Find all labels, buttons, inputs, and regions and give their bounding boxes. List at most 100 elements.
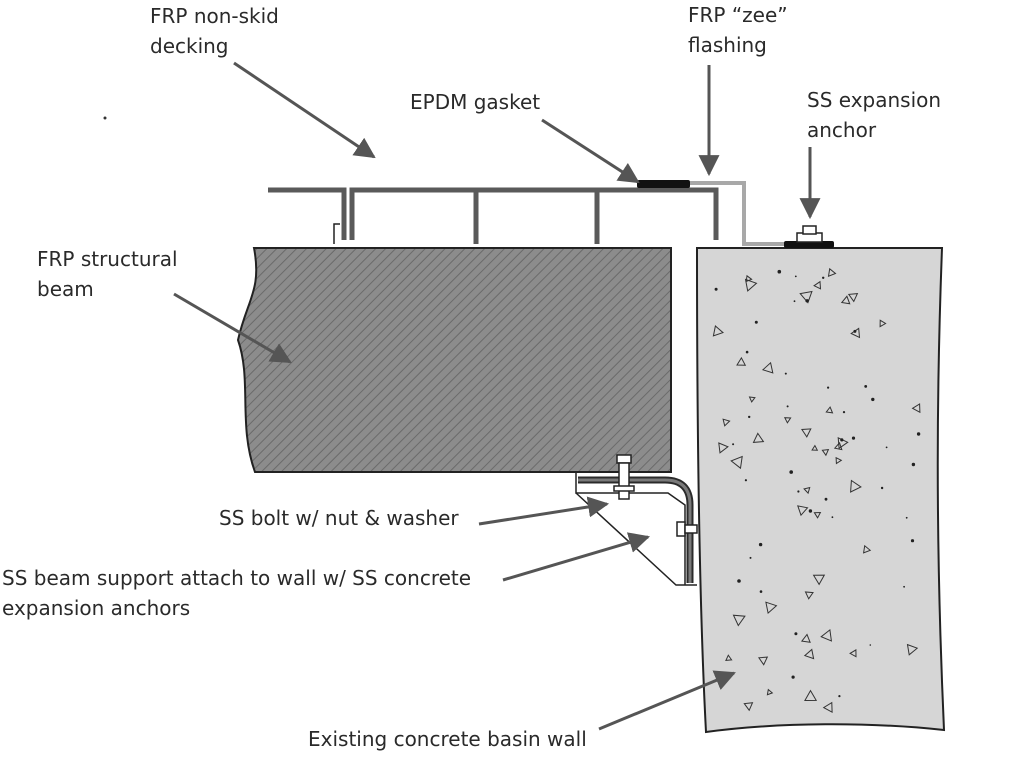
leader-basin-wall bbox=[598, 670, 736, 731]
aggregate-stone bbox=[736, 356, 747, 366]
aggregate-speck bbox=[905, 516, 908, 519]
aggregate-speck bbox=[910, 539, 915, 543]
aggregate-stone bbox=[757, 656, 769, 666]
aggregate-stone bbox=[813, 280, 822, 290]
label-zee-flashing-line2: flashing bbox=[688, 33, 767, 57]
aggregate-stone bbox=[840, 295, 851, 305]
aggregate-stone bbox=[752, 432, 765, 443]
label-structural-beam-line2: beam bbox=[37, 277, 94, 301]
aggregate-speck bbox=[784, 372, 787, 375]
aggregate-stone bbox=[783, 417, 792, 424]
aggregate-stone bbox=[732, 614, 746, 627]
aggregate-speck bbox=[744, 479, 748, 482]
aggregate-stone bbox=[812, 574, 826, 586]
label-decking-line2: decking bbox=[150, 34, 229, 58]
frp-decking bbox=[268, 187, 719, 244]
aggregate-stone bbox=[766, 688, 774, 696]
leader-decking bbox=[233, 61, 376, 159]
aggregate-stone bbox=[743, 702, 754, 712]
ss-expansion-anchor bbox=[784, 225, 834, 248]
aggregate-speck bbox=[758, 542, 763, 547]
aggregate-speck bbox=[789, 470, 793, 474]
aggregate-stone bbox=[803, 486, 811, 495]
stray-dot bbox=[103, 116, 107, 120]
aggregate-speck bbox=[842, 411, 846, 414]
label-bolt: SS bolt w/ nut & washer bbox=[219, 506, 459, 530]
aggregate-stone bbox=[712, 325, 724, 337]
aggregate-speck bbox=[840, 438, 844, 442]
aggregate-stone bbox=[862, 544, 872, 554]
aggregate-speck bbox=[871, 397, 875, 402]
label-beam-support-line2: expansion anchors bbox=[2, 596, 190, 620]
label-expansion-anchor-line1: SS expansion bbox=[807, 88, 941, 112]
aggregate-stone bbox=[906, 643, 919, 656]
aggregate-speck bbox=[793, 300, 796, 303]
aggregate-speck bbox=[824, 497, 828, 501]
aggregate-stone bbox=[825, 406, 834, 414]
aggregate-stone bbox=[801, 428, 812, 438]
aggregate-stone bbox=[879, 319, 887, 328]
aggregate-speck bbox=[745, 350, 749, 354]
label-gasket: EPDM gasket bbox=[410, 90, 540, 114]
aggregate-speck bbox=[754, 320, 758, 324]
aggregate-stone bbox=[847, 293, 859, 303]
decking-clip bbox=[333, 223, 340, 244]
aggregate-stone bbox=[827, 267, 837, 277]
aggregate-speck bbox=[851, 436, 856, 440]
aggregate-speck bbox=[737, 579, 741, 583]
frp-zee-flashing bbox=[690, 181, 788, 246]
aggregate-stone bbox=[761, 361, 774, 374]
aggregate-speck bbox=[831, 516, 834, 519]
aggregate-stone bbox=[765, 601, 778, 615]
aggregate-speck bbox=[864, 385, 868, 388]
leader-gasket bbox=[541, 118, 640, 184]
aggregate-stone bbox=[800, 633, 811, 643]
aggregate-speck bbox=[880, 486, 884, 490]
aggregate-speck bbox=[822, 276, 825, 279]
aggregate-speck bbox=[869, 644, 872, 646]
aggregate-stone bbox=[797, 505, 809, 517]
aggregate-stone bbox=[811, 444, 819, 451]
aggregate-speck bbox=[786, 405, 789, 408]
label-expansion-anchor-line2: anchor bbox=[807, 118, 877, 142]
aggregate-speck bbox=[748, 415, 751, 419]
aggregate-speck bbox=[777, 269, 782, 274]
aggregate-speck bbox=[885, 446, 888, 449]
aggregate-speck bbox=[794, 632, 798, 636]
aggregate-stone bbox=[820, 628, 833, 642]
aggregate-speck bbox=[714, 287, 718, 291]
aggregate-stone bbox=[835, 456, 843, 465]
aggregate-speck bbox=[732, 443, 735, 446]
label-structural-beam-line1: FRP structural bbox=[37, 247, 178, 271]
concrete-aggregate bbox=[712, 267, 921, 714]
wall-expansion-anchor bbox=[676, 521, 698, 537]
aggregate-stone bbox=[722, 418, 731, 427]
aggregate-speck bbox=[797, 490, 800, 493]
aggregate-speck bbox=[749, 556, 752, 559]
aggregate-stone bbox=[850, 479, 862, 493]
label-basin-wall: Existing concrete basin wall bbox=[308, 727, 587, 751]
aggregate-stone bbox=[804, 689, 818, 702]
label-beam-support-line1: SS beam support attach to wall w/ SS con… bbox=[2, 566, 471, 590]
aggregate-stone bbox=[849, 649, 857, 658]
aggregate-stone bbox=[799, 290, 813, 304]
label-zee-flashing-line1: FRP “zee” bbox=[688, 3, 788, 27]
aggregate-speck bbox=[916, 432, 921, 436]
leader-bolt bbox=[478, 496, 610, 526]
aggregate-speck bbox=[759, 590, 763, 593]
aggregate-stone bbox=[803, 648, 815, 660]
aggregate-stone bbox=[813, 511, 822, 519]
leader-beam-support bbox=[502, 532, 651, 582]
aggregate-speck bbox=[853, 329, 857, 333]
aggregate-stone bbox=[744, 278, 758, 292]
aggregate-stone bbox=[821, 449, 830, 457]
aggregate-speck bbox=[791, 675, 795, 679]
aggregate-speck bbox=[794, 275, 797, 278]
aggregate-stone bbox=[718, 442, 729, 454]
aggregate-stone bbox=[833, 441, 843, 451]
leader-structural-beam bbox=[173, 292, 292, 364]
aggregate-speck bbox=[838, 695, 841, 698]
aggregate-stone bbox=[745, 274, 753, 283]
aggregate-stone bbox=[911, 403, 921, 414]
